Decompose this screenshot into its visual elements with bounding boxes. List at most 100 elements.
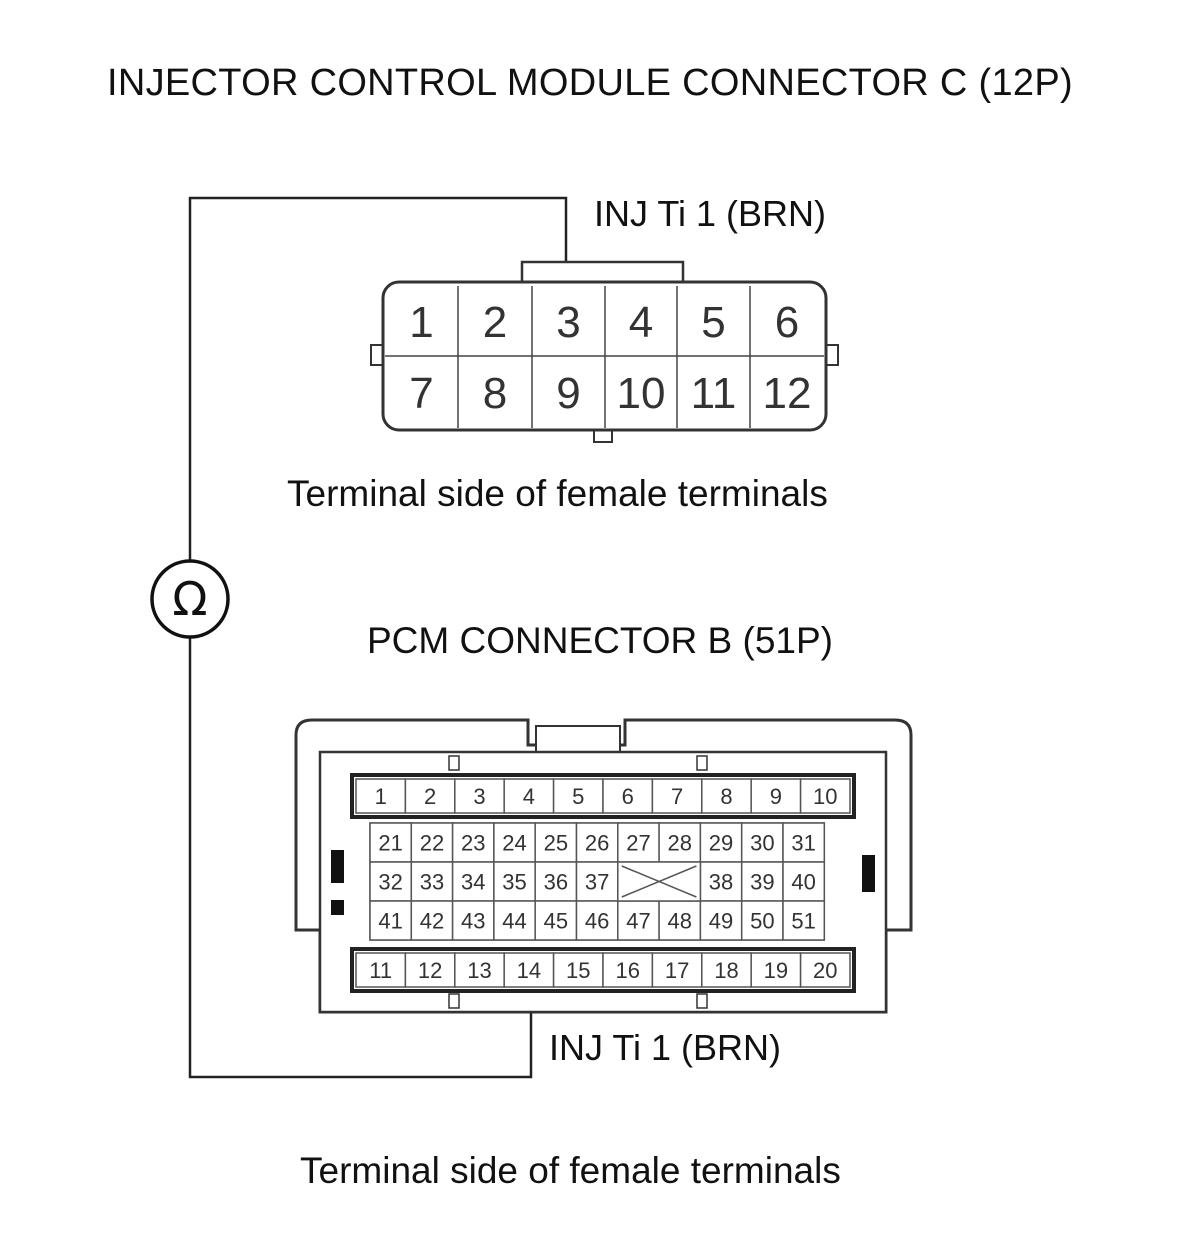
probe-wire-bottom bbox=[188, 637, 533, 1079]
connector-b-probe-label: INJ Ti 1 (BRN) bbox=[549, 1027, 782, 1068]
connector-b-latch-left-lower bbox=[331, 900, 344, 915]
connector-b-terminal-15: 15 bbox=[552, 952, 604, 988]
connector-c-terminal-label: 7 bbox=[409, 369, 433, 418]
connector-b-terminal-47: 47 bbox=[617, 900, 660, 941]
connector-b-latch-left bbox=[331, 850, 344, 883]
connector-b-terminal-10: 10 bbox=[799, 778, 851, 814]
connector-b-terminal-34: 34 bbox=[451, 861, 495, 902]
connector-b-terminal-41: 41 bbox=[369, 900, 413, 941]
connector-c-terminal-2: 2 bbox=[457, 286, 507, 356]
connector-b-terminal-label: 18 bbox=[714, 958, 738, 983]
connector-b-terminal-label: 2 bbox=[424, 784, 436, 809]
connector-b-terminal-14: 14 bbox=[503, 952, 555, 988]
connector-b-terminal-label: 46 bbox=[585, 909, 609, 934]
connector-b-terminal-50: 50 bbox=[740, 900, 784, 941]
connector-b-terminal-label: 34 bbox=[461, 870, 485, 895]
connector-b-terminal-label: 49 bbox=[709, 909, 733, 934]
connector-b-terminal-28: 28 bbox=[658, 822, 702, 863]
connector-b-terminal-20: 20 bbox=[799, 952, 851, 988]
connector-c-title: INJECTOR CONTROL MODULE CONNECTOR C (12P… bbox=[107, 62, 1073, 104]
connector-b-terminal-27: 27 bbox=[617, 822, 660, 863]
connector-b-terminal-21: 21 bbox=[369, 822, 413, 863]
connector-b-terminal-label: 12 bbox=[418, 958, 442, 983]
connector-b-terminal-label: 19 bbox=[764, 958, 788, 983]
connector-b-terminal-label: 20 bbox=[813, 958, 837, 983]
connector-b-terminal-label: 29 bbox=[709, 831, 733, 856]
connector-b-terminal-45: 45 bbox=[534, 900, 578, 941]
connector-b-terminal-label: 40 bbox=[791, 870, 815, 895]
connector-c-terminal-3: 3 bbox=[531, 286, 581, 356]
connector-b-terminal-label: 27 bbox=[626, 831, 650, 856]
connector-b-terminal-17: 17 bbox=[651, 952, 703, 988]
connector-b-terminal-label: 17 bbox=[665, 958, 689, 983]
connector-b-terminal-label: 44 bbox=[502, 909, 526, 934]
connector-b-terminal-label: 39 bbox=[750, 870, 774, 895]
connector-b-terminal-6: 6 bbox=[602, 778, 654, 814]
connector-c-terminal-label: 1 bbox=[409, 298, 433, 347]
connector-b-terminal-38: 38 bbox=[699, 861, 743, 902]
connector-c-terminal-label: 12 bbox=[763, 369, 812, 418]
connector-c-terminal-label: 6 bbox=[775, 298, 799, 347]
connector-b-terminal-label: 21 bbox=[378, 831, 402, 856]
connector-c-caption: Terminal side of female terminals bbox=[287, 473, 828, 514]
connector-b-terminal-label: 35 bbox=[502, 870, 526, 895]
connector-b-terminal-1: 1 bbox=[355, 778, 407, 814]
connector-b-terminal-4: 4 bbox=[503, 778, 555, 814]
connector-b-terminal-18: 18 bbox=[701, 952, 752, 988]
connector-b-terminal-label: 31 bbox=[791, 831, 815, 856]
connector-b-terminal-label: 43 bbox=[461, 909, 485, 934]
connector-c-terminal-4: 4 bbox=[604, 286, 653, 356]
connector-c-terminal-label: 9 bbox=[556, 369, 580, 418]
connector-b-title: PCM CONNECTOR B (51P) bbox=[367, 620, 833, 661]
connector-c-terminal-8: 8 bbox=[457, 355, 532, 428]
connector-b-terminal-19: 19 bbox=[750, 952, 802, 988]
connector-b-terminal-label: 50 bbox=[750, 909, 774, 934]
connector-b-terminal-label: 37 bbox=[585, 870, 609, 895]
connector-b-terminal-11: 11 bbox=[355, 952, 407, 988]
connector-b-terminal-49: 49 bbox=[699, 900, 743, 941]
connector-b-terminal-label: 9 bbox=[770, 784, 782, 809]
connector-b-terminal-label: 15 bbox=[566, 958, 590, 983]
connector-b-blank-cavity bbox=[617, 861, 702, 902]
connector-c-terminal-label: 4 bbox=[629, 298, 653, 347]
connector-b-terminal-label: 48 bbox=[668, 909, 692, 934]
connector-b-key-bottom-right bbox=[696, 993, 708, 1009]
connector-b-terminal-label: 41 bbox=[378, 909, 402, 934]
connector-b-terminal-5: 5 bbox=[552, 778, 604, 814]
connector-b-terminal-23: 23 bbox=[451, 822, 495, 863]
connector-b-terminal-8: 8 bbox=[701, 778, 752, 814]
connector-b-terminal-51: 51 bbox=[782, 900, 826, 941]
connector-b-terminal-2: 2 bbox=[404, 778, 456, 814]
connector-b-key-bottom-left bbox=[448, 993, 460, 1009]
connector-b-terminal-25: 25 bbox=[534, 822, 578, 863]
connector-b-terminal-label: 14 bbox=[517, 958, 541, 983]
connector-b-terminal-label: 23 bbox=[461, 831, 485, 856]
ohm-symbol: Ω bbox=[172, 572, 207, 626]
connector-c-terminal-10: 10 bbox=[604, 355, 677, 428]
connector-b-terminal-label: 4 bbox=[523, 784, 535, 809]
connector-c-probe-label: INJ Ti 1 (BRN) bbox=[594, 193, 827, 234]
connector-b-terminal-22: 22 bbox=[410, 822, 454, 863]
connector-c-terminal-9: 9 bbox=[531, 355, 605, 428]
connector-c-side-tab-left bbox=[370, 344, 384, 366]
connector-b-terminal-30: 30 bbox=[740, 822, 784, 863]
connector-b-terminal-42: 42 bbox=[410, 900, 454, 941]
connector-b-terminal-label: 51 bbox=[791, 909, 815, 934]
probe-wire-top bbox=[188, 196, 568, 561]
connector-c-terminal-11: 11 bbox=[676, 355, 750, 428]
connector-b-terminal-40: 40 bbox=[782, 861, 826, 902]
connector-c-terminal-label: 3 bbox=[556, 298, 580, 347]
connector-b-terminal-label: 1 bbox=[375, 784, 387, 809]
connector-b-terminal-label: 25 bbox=[544, 831, 568, 856]
connector-b-terminal-9: 9 bbox=[750, 778, 802, 814]
connector-b-terminal-label: 30 bbox=[750, 831, 774, 856]
ohmmeter-icon: Ω bbox=[150, 559, 230, 639]
connector-b-terminal-43: 43 bbox=[451, 900, 495, 941]
connector-b-terminal-3: 3 bbox=[454, 778, 505, 814]
connector-c-terminal-1: 1 bbox=[409, 298, 433, 347]
